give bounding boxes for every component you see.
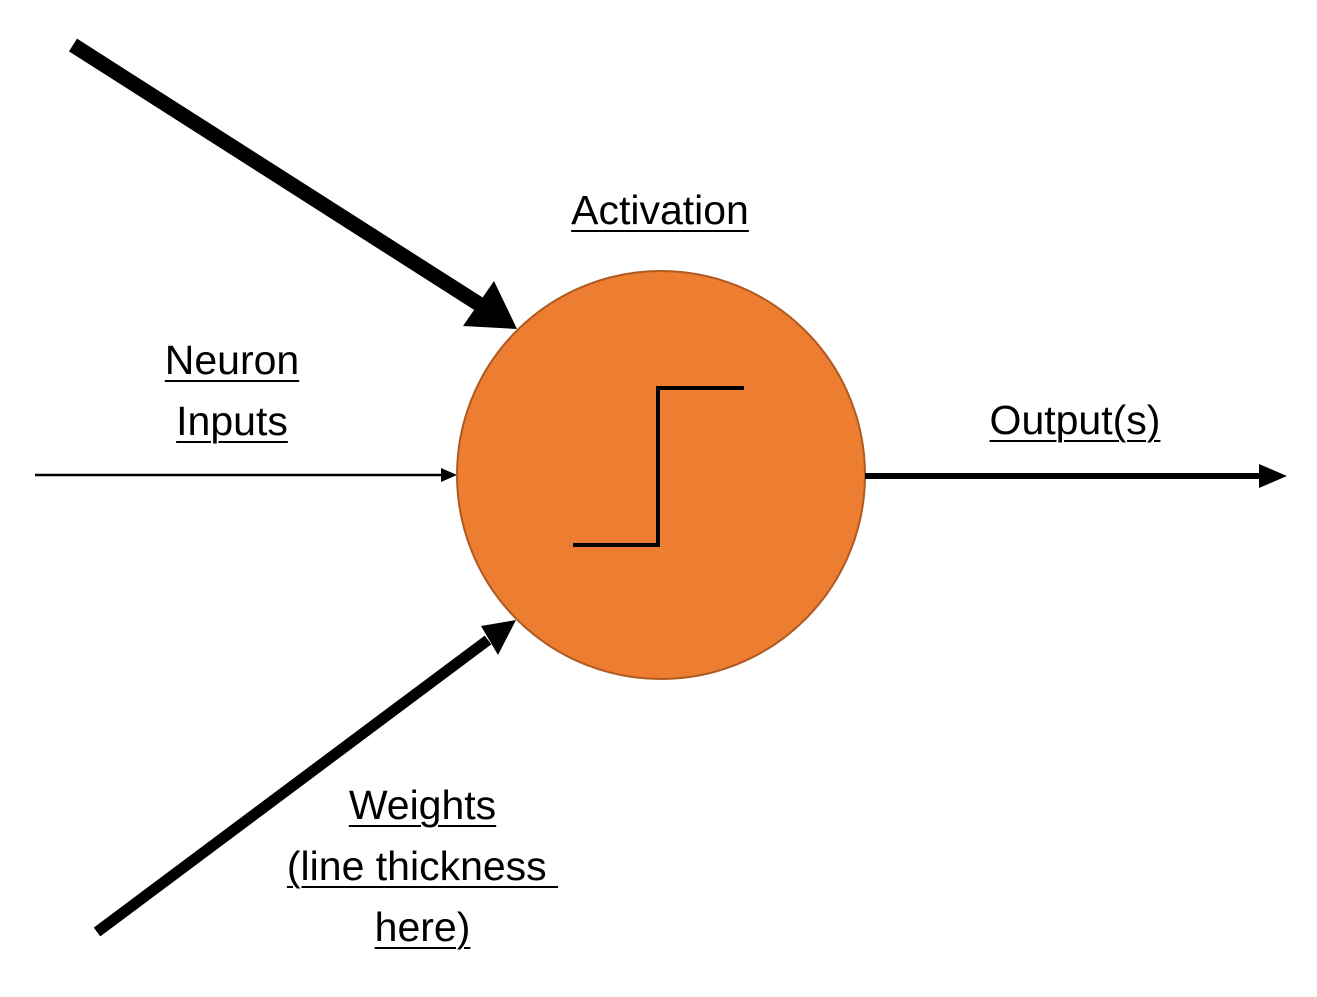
output-arrow-head (1259, 464, 1287, 488)
activation-label-text: Activation (571, 187, 749, 233)
input-arrow-light (35, 468, 457, 482)
input-arrow-heavy-shaft (68, 38, 487, 313)
input-arrow-heavy (68, 38, 517, 329)
activation-label: Activation (510, 180, 810, 241)
weights-label: Weights (line thickness here) (230, 775, 615, 958)
neuron-inputs-label-line1: Neuron (164, 337, 300, 383)
outputs-label-text: Output(s) (989, 397, 1161, 443)
outputs-label: Output(s) (940, 390, 1210, 451)
output-arrow (865, 464, 1287, 488)
input-arrow-light-head (441, 468, 457, 482)
input-arrow-medium-head (481, 620, 516, 655)
neuron-inputs-label: Neuron Inputs (92, 330, 372, 452)
weights-label-line3: here) (374, 904, 471, 950)
input-arrow-medium (93, 620, 516, 937)
weights-label-line1: Weights (348, 782, 497, 828)
neuron-node (456, 270, 866, 680)
step-function-icon (573, 386, 744, 547)
input-arrow-heavy-head (463, 281, 517, 329)
weights-label-line2: (line thickness (286, 843, 559, 889)
neuron-inputs-label-line2: Inputs (176, 398, 288, 444)
input-arrow-medium-shaft (93, 635, 492, 937)
